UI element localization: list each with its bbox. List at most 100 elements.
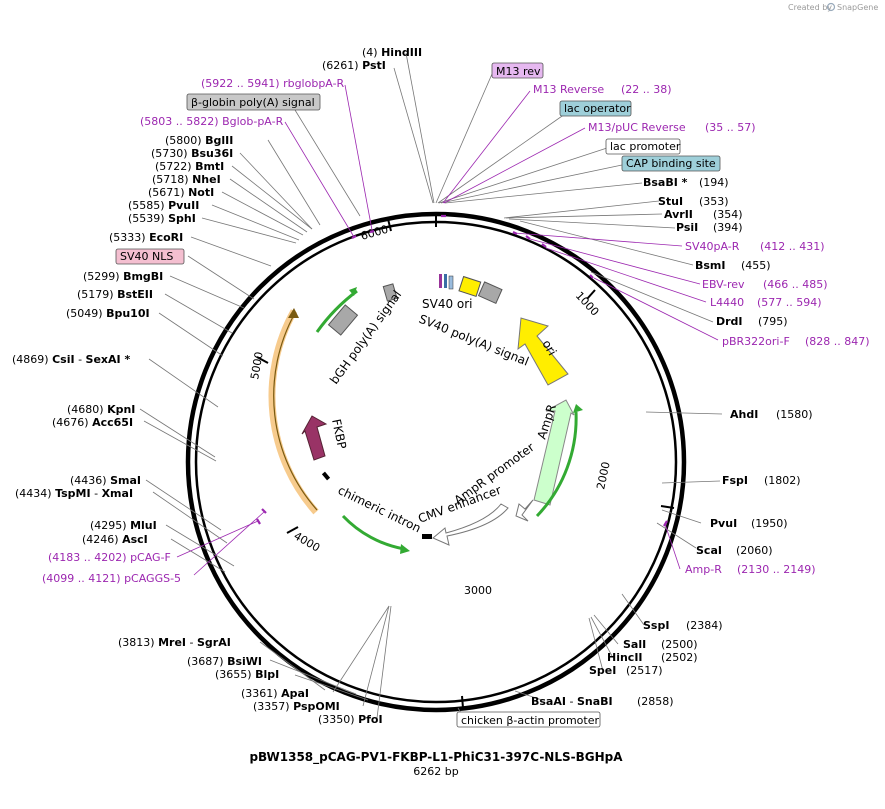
feature-beta-globin-marker[interactable] <box>382 283 398 302</box>
intron-marker <box>321 471 331 481</box>
site-mlui[interactable]: (4295) MluI <box>90 519 157 532</box>
site-noti[interactable]: (5671) NotI <box>148 186 214 199</box>
ampr-green-track <box>535 411 578 518</box>
site-pvuii[interactable]: (5585) PvuII <box>128 199 199 212</box>
site-bsaai-snabi[interactable]: BsaAI - SnaBI(2858) <box>531 695 674 708</box>
site-bglii[interactable]: (5800) BglII <box>165 134 233 147</box>
tick-3000: 3000 <box>464 584 492 597</box>
plasmid-length: 6262 bp <box>413 765 458 778</box>
plasmid-title: pBW1358_pCAG-PV1-FKBP-L1-PhiC31-397C-NLS… <box>249 750 623 765</box>
site-pfoi[interactable]: (3350) PfoI <box>318 713 383 726</box>
site-apai[interactable]: (3361) ApaI <box>241 687 309 700</box>
site-spei[interactable]: SpeI(2517) <box>589 664 663 677</box>
site-hincii[interactable]: HincII(2502) <box>607 651 698 664</box>
primer-sv40pa-r[interactable]: SV40pA-R(412 .. 431) <box>685 240 825 253</box>
feature-tag-sv40-nls[interactable]: SV40 NLS <box>115 248 185 265</box>
site-pvui[interactable]: PvuI(1950) <box>710 517 788 530</box>
svg-text:chicken β-actin promoter: chicken β-actin promoter <box>461 714 599 727</box>
site-bmti[interactable]: (5722) BmtI <box>155 160 224 173</box>
created-by-label: Created by <box>788 3 832 12</box>
ring-tick-marks <box>256 214 675 709</box>
feature-tag-chicken-actin-promoter[interactable]: chicken β-actin promoter <box>456 711 601 728</box>
label-ori: ori <box>539 338 559 359</box>
site-avrii[interactable]: AvrII(354) <box>664 208 743 221</box>
cag-arrowhead-icon <box>288 308 299 318</box>
primer-pcaggs-5[interactable]: (4099 .. 4121) pCAGGS-5 <box>42 572 181 585</box>
site-psii[interactable]: PsiI(394) <box>676 221 743 234</box>
svg-text:lac promoter: lac promoter <box>610 140 681 153</box>
site-bpu10i[interactable]: (5049) Bpu10I <box>66 307 150 320</box>
svg-text:β-globin poly(A) signal: β-globin poly(A) signal <box>191 96 315 109</box>
primer-m13-puc-reverse[interactable]: M13/pUC Reverse(35 .. 57) <box>588 121 756 134</box>
site-bmgbi[interactable]: (5299) BmgBI <box>83 270 163 283</box>
primer-m13-reverse[interactable]: M13 Reverse(22 .. 38) <box>533 83 672 96</box>
feature-ori[interactable] <box>517 317 569 386</box>
site-acc65i[interactable]: (4676) Acc65I <box>52 416 133 429</box>
primer-pcag-f[interactable]: (4183 .. 4202) pCAG-F <box>48 551 171 564</box>
site-bsteii[interactable]: (5179) BstEII <box>77 288 153 301</box>
tick-4000: 4000 <box>292 529 323 554</box>
svg-text:CAP binding site: CAP binding site <box>626 157 716 170</box>
feature-tag-beta-globin-polya[interactable]: β-globin poly(A) signal <box>186 93 321 111</box>
site-sspi[interactable]: SspI(2384) <box>643 619 723 632</box>
tick-5000: 5000 <box>248 351 266 381</box>
feature-tag-lac-promoter[interactable]: lac promoter <box>605 138 681 155</box>
site-pspomi[interactable]: (3357) PspOMI <box>253 700 340 713</box>
site-drdi[interactable]: DrdI(795) <box>716 315 788 328</box>
bgh-arrowhead-icon <box>349 287 357 296</box>
feature-bgh-polya[interactable] <box>327 304 359 336</box>
site-stui[interactable]: StuI(353) <box>658 195 729 208</box>
feature-tag-lac-operator[interactable]: lac operator <box>559 100 632 117</box>
site-kpni[interactable]: (4680) KpnI <box>67 403 135 416</box>
feature-fkbp[interactable] <box>301 415 328 461</box>
site-smai[interactable]: (4436) SmaI <box>70 474 141 487</box>
label-sv40-polya: SV40 poly(A) signal <box>417 312 531 369</box>
site-asci[interactable]: (4246) AscI <box>82 533 148 546</box>
feature-tag-m13-rev[interactable]: M13 rev <box>491 62 544 79</box>
site-sali[interactable]: SalI(2500) <box>623 638 698 651</box>
leader-lines-primer <box>176 84 719 576</box>
site-blpi[interactable]: (3655) BlpI <box>215 668 279 681</box>
feature-lac-cluster <box>439 274 454 290</box>
svg-text:SV40 NLS: SV40 NLS <box>120 250 173 263</box>
primer-pbr322ori-f[interactable]: pBR322ori-F(828 .. 847) <box>722 335 870 348</box>
primer-rbglobpa-r[interactable]: (5922 .. 5941) rbglobpA-R <box>201 77 345 90</box>
site-fspi[interactable]: FspI(1802) <box>722 474 801 487</box>
site-csii-sexai[interactable]: (4869) CsiI - SexAI * <box>12 353 130 366</box>
site-bsu36i[interactable]: (5730) Bsu36I <box>151 147 233 160</box>
site-scai[interactable]: ScaI(2060) <box>696 544 773 557</box>
leader-lines-black <box>139 52 723 719</box>
site-ahdi[interactable]: AhdI(1580) <box>730 408 813 421</box>
site-nhei[interactable]: (5718) NheI <box>152 173 221 186</box>
feature-cmv-enhancer[interactable] <box>432 503 509 546</box>
feature-tag-cap-binding-site[interactable]: CAP binding site <box>621 155 721 172</box>
site-bsmi[interactable]: BsmI(455) <box>695 259 771 272</box>
primer-l4440[interactable]: L4440(577 .. 594) <box>710 296 822 309</box>
site-ecori[interactable]: (5333) EcoRI <box>109 231 183 244</box>
site-hindiii[interactable]: (4) HindIII <box>362 46 422 59</box>
feature-sv40-polya[interactable] <box>477 281 503 305</box>
site-tspmi-xmai[interactable]: (4434) TspMI - XmaI <box>15 487 133 500</box>
tick-1000: 1000 <box>573 289 602 318</box>
label-bgh-polya: bGH poly(A) signal <box>327 288 404 387</box>
cag-orange-line <box>273 312 318 511</box>
tick-2000: 2000 <box>594 461 613 491</box>
svg-text:M13 rev: M13 rev <box>496 65 541 78</box>
primer-ebv-rev[interactable]: EBV-rev(466 .. 485) <box>702 278 828 291</box>
label-fkbp: FKBP <box>329 418 349 450</box>
feature-sv40-ori[interactable] <box>458 275 482 298</box>
primer-amp-r[interactable]: Amp-R(2130 .. 2149) <box>685 563 816 576</box>
site-psti[interactable]: (6261) PstI <box>322 59 386 72</box>
site-bsabi[interactable]: BsaBI *(194) <box>643 176 729 189</box>
site-bsiwi[interactable]: (3687) BsiWI <box>187 655 262 668</box>
backbone-outer-ring <box>185 211 687 713</box>
snapgene-logo-icon <box>826 2 836 12</box>
primer-bglob-pa-r[interactable]: (5803 .. 5822) Bglob-pA-R <box>140 115 284 128</box>
label-chimeric-intron: chimeric intron <box>336 483 424 535</box>
site-mrei-sgrai[interactable]: (3813) MreI - SgrAI <box>118 636 231 649</box>
feature-ampr-promoter[interactable] <box>515 499 534 522</box>
svg-text:lac operator: lac operator <box>564 102 631 115</box>
site-sphi[interactable]: (5539) SphI <box>128 212 196 225</box>
